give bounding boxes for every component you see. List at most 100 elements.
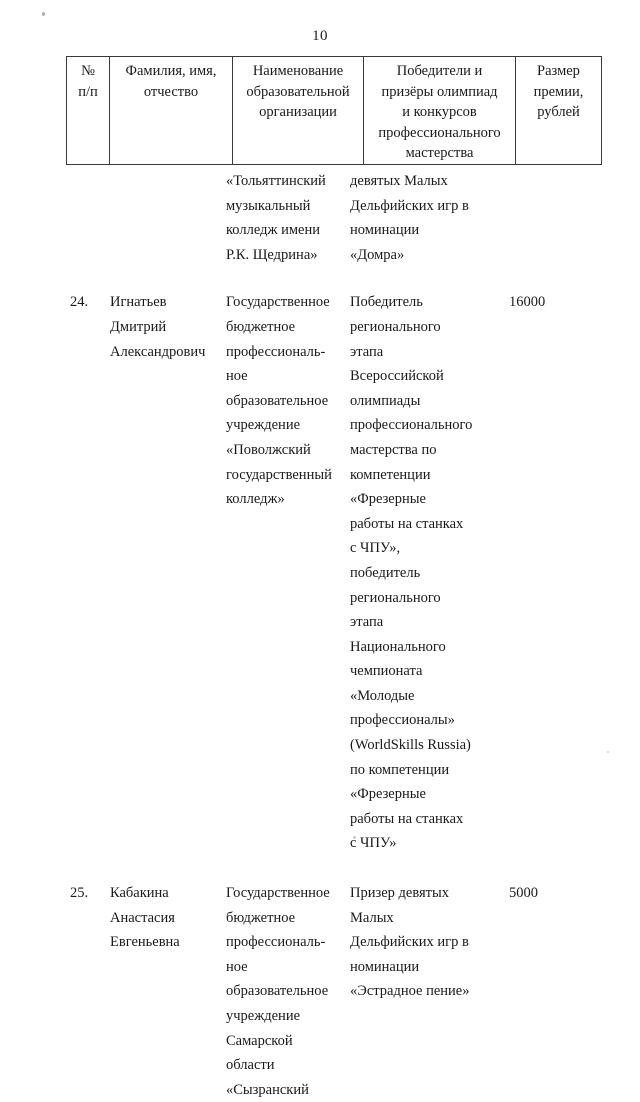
cell-line: колледж» [226, 491, 285, 508]
header-line: Победители и [396, 63, 483, 79]
cell-line: номинации [350, 222, 420, 239]
cell-line: Игнатьев [110, 294, 167, 311]
cell-line: работы на станках [350, 810, 464, 827]
header-cell-organization: Наименование образовательной организации [232, 56, 364, 165]
header-line: образовательной [246, 83, 350, 100]
cell-line: регионального [350, 589, 441, 606]
cell-line: Дмитрий [110, 318, 167, 335]
cell-line: Малых [350, 909, 394, 926]
scan-speck [607, 751, 609, 753]
cell-line: Победитель [350, 294, 423, 311]
cell-line: государственный [226, 466, 332, 483]
cell-line: по компетенции [350, 761, 450, 778]
cell-line: этапа [350, 614, 384, 631]
cell-line: компетенции [350, 466, 431, 483]
page-number: 10 [312, 28, 328, 44]
header-cell-award: Победители и призёры олимпиад и конкурсо… [363, 56, 516, 165]
cell-line: Дельфийских игр в [350, 197, 469, 214]
header-line: Фамилия, имя, [125, 63, 217, 79]
table-header: № п/п Фамилия, имя, отчество Наименовани… [66, 56, 602, 165]
cell-line: Государственное [226, 294, 330, 311]
cell-line: с ЧПУ», [350, 540, 401, 557]
cell-line: «Сызранский [226, 1081, 309, 1098]
cell-line: области [226, 1057, 275, 1074]
header-line: призёры олимпиад [381, 83, 498, 100]
header-line: премии, [533, 83, 584, 100]
cell-line: регионального [350, 318, 441, 335]
cell-line: колледж имени [226, 222, 320, 239]
cell-line: «Фрезерные [350, 786, 426, 803]
cell-line: Р.К. Щедрина» [226, 246, 318, 263]
cell-line: образовательное [226, 983, 329, 1000]
header-line: Размер [537, 63, 580, 79]
cell-line: мастерства по [350, 441, 437, 458]
cell-line: профессионалы» [350, 712, 455, 729]
cell-line: образовательное [226, 392, 329, 409]
cell-line: 25. [70, 885, 89, 902]
cell-line: ное [226, 958, 248, 975]
cell-line: Дельфийских игр в [350, 934, 469, 951]
table-header-row: № п/п Фамилия, имя, отчество Наименовани… [66, 56, 602, 165]
cell-line: ное [226, 368, 248, 385]
cell-line: олимпиады [350, 392, 421, 409]
row-cell-amount: 5000 [487, 881, 566, 906]
header-line: п/п [78, 83, 98, 100]
cell-line: Национального [350, 638, 446, 655]
cell-line: «Тольяттинский [226, 173, 326, 189]
cell-line: учреждение [226, 1008, 301, 1024]
cell-line: профессиональ- [226, 343, 326, 360]
cell-line: «Домра» [350, 246, 405, 263]
row-cell-number: 25. [66, 881, 102, 906]
cell-line: бюджетное [226, 318, 296, 335]
scan-speck [42, 12, 45, 16]
cell-line: учреждение [226, 417, 301, 434]
cell-line: бюджетное [226, 909, 296, 926]
cell-line: музыкальный [226, 197, 311, 214]
cell-line: «Молодые [350, 687, 415, 704]
cell-line: с ЧПУ» [350, 835, 397, 852]
header-line: отчество [143, 83, 199, 100]
cell-line: Призер девятых [350, 885, 449, 902]
cell-line: Кабакина [110, 885, 169, 902]
document-page: 10 № п/п Фамилия, имя, отчество Наименов… [42, 12, 609, 1098]
header-line: мастерства [405, 145, 474, 161]
header-cell-name: Фамилия, имя, отчество [109, 56, 233, 165]
cell-line: чемпионата [350, 663, 423, 680]
scan-speck [353, 836, 356, 839]
cell-line: 16000 [509, 294, 546, 311]
cell-line: «Фрезерные [350, 491, 426, 508]
cell-line: профессионального [350, 417, 473, 434]
header-cell-number: № п/п [66, 56, 110, 165]
cell-line: 5000 [509, 885, 538, 902]
header-line: организации [259, 104, 337, 120]
cell-line: этапа [350, 343, 384, 360]
cell-line: Всероссийской [350, 368, 444, 385]
cell-line: Самарской [226, 1032, 293, 1049]
cell-line: победитель [350, 564, 421, 581]
cell-line: (WorldSkills Russia) [350, 737, 471, 754]
cell-line: Анастасия [110, 909, 175, 926]
row-cell-number: 24. [66, 290, 102, 315]
cell-line: «Эстрадное пение» [350, 983, 470, 1000]
row-cell-organization: Государственное бюджетное профессиональ-но… [218, 290, 342, 511]
cell-line: девятых Малых [350, 173, 448, 189]
cell-line: Евгеньевна [110, 934, 180, 951]
header-line: и конкурсов [402, 104, 477, 120]
header-line: профессионального [378, 124, 501, 141]
cell-line: номинации [350, 958, 420, 975]
cell-line: «Поволжский [226, 441, 311, 458]
header-line: № [81, 63, 95, 79]
cell-line: 24. [70, 294, 89, 311]
header-line: рублей [537, 104, 580, 120]
cell-line: профессиональ- [226, 934, 326, 951]
cell-line: работы на станках [350, 515, 464, 532]
